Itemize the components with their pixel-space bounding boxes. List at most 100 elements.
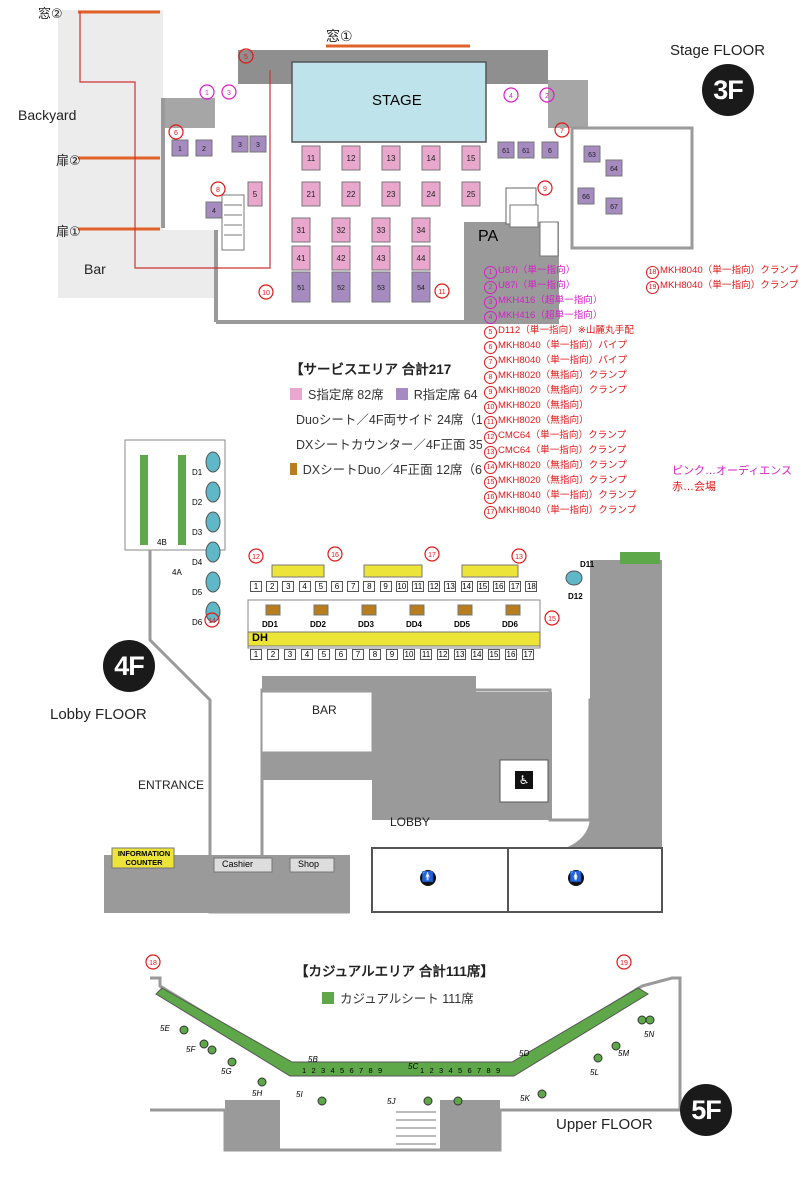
s-seat-label-42: 42 — [337, 254, 346, 263]
mic-key-pink: ピンク…オーディエンス — [672, 465, 793, 477]
casual-seat-dot — [611, 1041, 621, 1051]
row-number-5b-8: 8 — [368, 1066, 373, 1075]
s-seat-label-21: 21 — [307, 190, 316, 199]
dx-seat-6: 6 — [331, 581, 343, 592]
window1-label: 窓① — [326, 28, 353, 44]
dx-seat-1: 1 — [250, 581, 262, 592]
dh-seat-5: 5 — [318, 649, 330, 660]
casual-seat-dot — [317, 1096, 327, 1106]
s-seat-table-25 — [461, 181, 481, 207]
casual-seat-dot — [593, 1053, 603, 1063]
s-seat-table-42 — [331, 245, 351, 271]
dh-seat-11: 11 — [420, 649, 432, 660]
mic-note-number: 1 — [484, 266, 497, 279]
dh-seat-14: 14 — [471, 649, 483, 660]
dx-seat-2: 2 — [266, 581, 279, 592]
casual-seat-dot — [423, 1096, 433, 1106]
dx-seat-13: 13 — [444, 581, 457, 592]
mic-marker-label-9: 9 — [543, 186, 547, 193]
s-seat-label-25: 25 — [467, 190, 476, 199]
service-legend-title: 【サービスエリア 合計217 — [290, 362, 452, 377]
mic-note-text: MKH8040（単一指向）クランプ — [660, 280, 799, 291]
r-seat-label-63: 63 — [588, 152, 596, 159]
r-seat-table-3 — [231, 135, 249, 153]
casual-seat-dot — [179, 1025, 189, 1035]
mic-marker-19 — [616, 954, 632, 970]
mic-marker-15 — [544, 610, 560, 626]
information-counter: INFORMATION COUNTER — [117, 849, 171, 867]
mic-note-number: 8 — [484, 371, 497, 384]
dh-seat-13: 13 — [454, 649, 466, 660]
mic-marker-label-17: 17 — [428, 552, 436, 559]
mic-marker-label-8: 8 — [216, 187, 220, 194]
r-seat-table-54 — [411, 271, 431, 303]
s-seat-table-43 — [371, 245, 391, 271]
s-seat-label-5: 5 — [253, 190, 258, 199]
mic-note-text: MKH8020（無指向）クランプ — [498, 475, 627, 486]
mic-marker-label-12: 12 — [252, 554, 260, 561]
s-seat-table-24 — [421, 181, 441, 207]
casual-legend-item: カジュアルシート 111席 — [322, 988, 474, 1007]
s-seat-table-41 — [291, 245, 311, 271]
dx-seat-8: 8 — [363, 581, 376, 592]
mic-marker-16 — [327, 546, 343, 562]
r-seat-label-2: 2 — [202, 146, 206, 153]
floor4-badge: 4F — [103, 640, 155, 692]
row-number-5b-4: 4 — [330, 1066, 335, 1075]
mic-note-text: U87i（単一指向） — [498, 280, 576, 291]
mic-marker-label-1: 1 — [205, 90, 209, 97]
door1-label: 扉① — [56, 224, 81, 239]
mic-note-text: MKH8040（単一指向）クランプ — [498, 505, 637, 516]
s-seat-label-32: 32 — [337, 226, 346, 235]
r-seat-table-61 — [497, 141, 515, 159]
mic-marker-label-15: 15 — [548, 616, 556, 623]
mic-note-number: 18 — [646, 266, 659, 279]
mic-note-text: MKH8020（無指向） — [498, 415, 589, 426]
dh-seat-2: 2 — [267, 649, 279, 660]
r-seat-label-52: 52 — [337, 285, 345, 292]
s-seat-label-14: 14 — [427, 154, 436, 163]
r-seat-table-52 — [331, 271, 351, 303]
s-seat-label-34: 34 — [417, 226, 426, 235]
s-seat-table-34 — [411, 217, 431, 243]
mic-marker-label-11: 11 — [438, 289, 445, 296]
s-seat-table-11 — [301, 145, 321, 171]
mic-note-number: 6 — [484, 341, 497, 354]
section-5I: 5I — [296, 1090, 303, 1099]
s-seat-table-21 — [301, 181, 321, 207]
mic-marker-1 — [199, 84, 215, 100]
row-number-5b-3: 3 — [321, 1066, 326, 1075]
stage-label: STAGE — [372, 92, 422, 109]
r-seat-label-3: 3 — [238, 142, 242, 149]
cashier-label: Cashier — [222, 859, 254, 869]
bar-label-3f: Bar — [84, 261, 106, 277]
mic-note-text: CMC64（単一指向）クランプ — [498, 430, 627, 441]
floor3-title: Stage FLOOR — [670, 42, 766, 59]
mic-marker-label-5: 5 — [244, 54, 248, 61]
mic-marker-6 — [168, 124, 184, 140]
dh-seat-6: 6 — [335, 649, 347, 660]
mic-note-text: MKH8040（単一指向）クランプ — [498, 490, 637, 501]
box-4a: 4A — [172, 568, 182, 577]
mic-marker-17 — [424, 546, 440, 562]
mic-marker-label-6: 6 — [174, 130, 178, 137]
mic-note-number: 17 — [484, 506, 497, 519]
floor4-title: Lobby FLOOR — [50, 706, 147, 723]
casual-seat-dot — [207, 1045, 217, 1055]
mic-marker-label-3: 3 — [227, 90, 231, 97]
mic-marker-12 — [248, 548, 264, 564]
restroom-icon: 🚹 — [420, 870, 436, 886]
s-seat-label-11: 11 — [307, 154, 316, 163]
dh-seat-15: 15 — [488, 649, 500, 660]
section-5L: 5L — [590, 1068, 599, 1077]
mic-note-number: 15 — [484, 476, 497, 489]
dx-seat-16: 16 — [493, 581, 505, 592]
